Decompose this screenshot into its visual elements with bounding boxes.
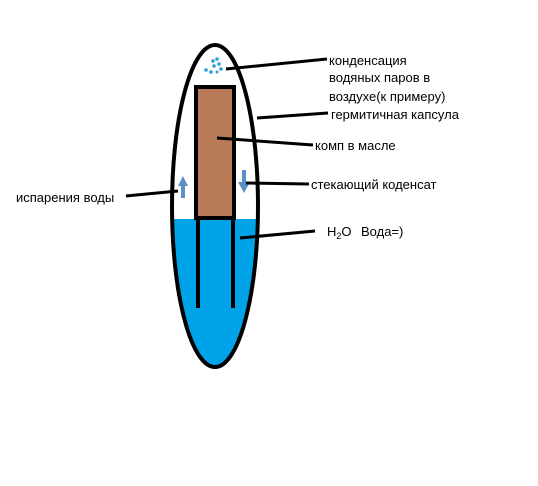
label-condensation-1: конденсация [329, 53, 407, 68]
up-arrow-icon [178, 176, 188, 198]
label-condensate: стекающий коденсат [311, 177, 437, 192]
label-condensation-3: воздухе(к примеру) [329, 89, 445, 104]
leader-water [239, 229, 316, 240]
down-arrow-icon [238, 170, 250, 193]
water-droplets-icon [204, 57, 223, 74]
label-water-formula: H2O [327, 224, 352, 241]
label-evaporation: испарения воды [16, 190, 114, 205]
leader-evaporation [125, 189, 179, 198]
water-fill [172, 219, 258, 367]
label-capsule: гермитичная капсула [331, 107, 460, 122]
computer-block [194, 85, 236, 220]
leader-capsule [256, 111, 329, 120]
label-condensation-2: водяных паров в [329, 70, 430, 85]
capsule-outline [170, 43, 260, 369]
leader-condensation [225, 57, 328, 71]
leader-computer [216, 136, 314, 147]
label-water-word: Вода=) [361, 224, 403, 239]
leader-condensate [245, 181, 310, 186]
label-computer: комп в масле [315, 138, 396, 153]
